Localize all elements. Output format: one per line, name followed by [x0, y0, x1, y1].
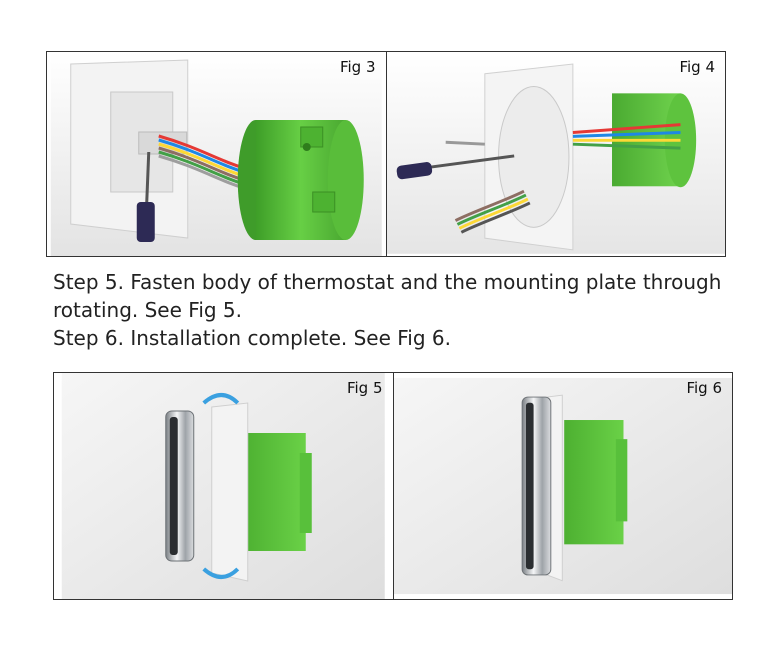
- figure-5-illustration: [61, 373, 385, 599]
- figure-3-illustration: [50, 52, 382, 256]
- bottom-figure-row: Fig 5 Fig 6: [53, 372, 733, 600]
- figure-6: Fig 6: [392, 373, 732, 599]
- figure-6-label: Fig 6: [686, 379, 722, 397]
- step-5-line-2: rotating. See Fig 5.: [53, 298, 243, 322]
- figure-4-illustration: [386, 54, 725, 254]
- figure-6-illustration: [393, 377, 732, 595]
- step-6: Step 6. Installation complete. See Fig 6…: [53, 326, 451, 350]
- top-figure-row: Fig 3: [46, 51, 726, 257]
- figure-5: Fig 5: [54, 373, 393, 599]
- figure-3: Fig 3: [47, 52, 386, 256]
- step-5-line-1: Step 5. Fasten body of thermostat and th…: [53, 270, 722, 294]
- figure-4-label: Fig 4: [679, 58, 715, 76]
- figure-4: Fig 4: [385, 52, 725, 256]
- installation-instructions: Step 5. Fasten body of thermostat and th…: [53, 268, 753, 352]
- figure-3-label: Fig 3: [339, 58, 376, 76]
- figure-5-label: Fig 5: [346, 379, 383, 397]
